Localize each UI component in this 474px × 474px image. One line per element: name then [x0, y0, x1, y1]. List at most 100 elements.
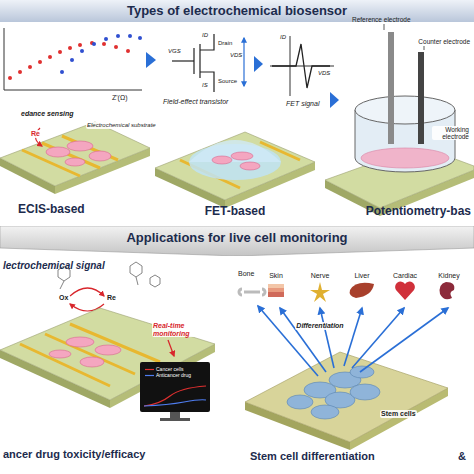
annotation-label: Reference electrode [352, 16, 411, 23]
fet-signal-plot-part [272, 44, 330, 88]
annotation-label: Bone [238, 270, 254, 278]
fet-substrate [155, 132, 315, 208]
organ-icons-part [239, 289, 265, 295]
drug-test-chip-part [80, 357, 104, 367]
legend-line [145, 369, 154, 370]
legend-text: Cancer cells [156, 366, 184, 372]
flow-chevron [146, 52, 156, 68]
potentiometry-cell-part [355, 96, 455, 124]
monitor-screen-part [144, 400, 206, 406]
annotation-label: Differentiation [295, 322, 344, 330]
annotation-label: Drain [218, 40, 232, 47]
impedance-plot-part [102, 42, 106, 46]
fet-substrate-part [240, 162, 260, 170]
organ-icons-part [268, 292, 284, 297]
organ-icons-part [268, 288, 284, 292]
annotation-label: VDS [318, 70, 330, 77]
impedance-plot-part [92, 42, 96, 46]
legend-line [145, 375, 154, 376]
monitor-screen-part [170, 412, 180, 418]
transistor-symbol-part [199, 44, 200, 78]
annotation-label: Source [218, 78, 237, 85]
ecis-substrate-part [67, 141, 93, 151]
ecis-substrate-part [0, 122, 150, 186]
drug-test-chip-part [20, 324, 160, 386]
transistor-symbol [172, 34, 244, 92]
band-fill [0, 226, 474, 256]
organ-icons-part [440, 282, 455, 299]
potentiometry-cell-part [418, 52, 424, 144]
annotation-label: ID [202, 32, 208, 39]
fet-substrate-part [189, 140, 281, 162]
annotation-label: Re [30, 130, 41, 138]
panel-title: Potentiometry-bas [366, 205, 471, 218]
legend-line-sample [145, 367, 154, 372]
stem-cell-substrate-part [350, 384, 380, 400]
section-band: Applications for live cell monitoring [0, 226, 474, 256]
annotation-label: Z'(Ω) [112, 94, 128, 102]
transistor-symbol-part [172, 60, 194, 61]
impedance-plot-part [28, 65, 32, 69]
drug-test-chip-part [70, 288, 104, 296]
stem-cell-substrate [245, 352, 448, 450]
stem-cell-substrate-part [245, 352, 448, 442]
annotation-label: FET signal [286, 100, 319, 108]
band-text-holder: Types of electrochemical biosensor [0, 0, 474, 18]
drug-test-chip-part [66, 337, 94, 347]
impedance-plot-part [18, 70, 22, 74]
ecis-substrate-part [22, 136, 118, 176]
section-heading: Types of electrochemical biosensor [127, 3, 347, 18]
impedance-plot-part [38, 60, 42, 64]
organ-icons-part [268, 284, 284, 288]
fet-signal-plot-part [270, 36, 334, 96]
annotation-label: VGS [168, 48, 181, 55]
impedance-plot [4, 28, 142, 90]
fet-substrate-part [155, 132, 315, 200]
impedance-plot-part [126, 49, 130, 53]
fet-signal-plot [270, 36, 334, 96]
annotation-label: Re [106, 294, 117, 302]
stem-cell-substrate-part [350, 366, 374, 378]
impedance-plot-part [60, 70, 64, 74]
potentiometry-cell [325, 24, 474, 216]
annotation-label: Field-effect transistor [163, 98, 228, 106]
panel-title: lectrochemical signal [3, 260, 105, 271]
impedance-plot-part [70, 58, 74, 62]
annotation-label: IS [202, 82, 208, 89]
annotation-label: Counter electrode [418, 38, 470, 45]
impedance-plot-part [128, 34, 132, 38]
panel-title: & [458, 450, 466, 462]
ecis-substrate-part [46, 147, 70, 157]
impedance-plot-part [138, 36, 142, 40]
annotation-label: VDS [230, 52, 242, 59]
drug-test-chip-part [60, 277, 138, 289]
panel-title: Stem cell differentiation [250, 450, 375, 462]
ecis-substrate-part [65, 158, 85, 166]
transistor-symbol-part [243, 38, 244, 86]
differentiation-arrows-part [360, 308, 448, 372]
differentiation-arrows-part [320, 308, 334, 368]
annotation-label: Ox [58, 294, 69, 302]
drug-test-chip-part [49, 350, 71, 358]
annotation-label: Cardiac [393, 272, 417, 280]
annotation-label: Liver [354, 272, 369, 280]
impedance-plot-part [48, 55, 52, 59]
potentiometry-cell-part [384, 24, 424, 50]
legend-row: Cancer cells [145, 366, 191, 372]
annotation-label: Real-time monitoring [152, 322, 202, 337]
potentiometry-cell-part [388, 32, 394, 144]
annotation-label: ID [280, 34, 286, 41]
fet-substrate-part [231, 152, 253, 160]
impedance-plot-part [4, 28, 142, 90]
annotation-label: Kidney [438, 272, 459, 280]
annotation-label: Working electrode [432, 126, 470, 140]
differentiation-arrows [258, 306, 448, 376]
legend-line-sample [145, 373, 154, 378]
monitor-screen-part [140, 362, 210, 412]
annotation-label: edance sensing [20, 110, 75, 118]
flow-chevron [330, 92, 339, 108]
section-heading: Applications for live cell monitoring [126, 230, 347, 245]
impedance-plot-part [78, 43, 82, 47]
flow-chevron [254, 56, 263, 72]
